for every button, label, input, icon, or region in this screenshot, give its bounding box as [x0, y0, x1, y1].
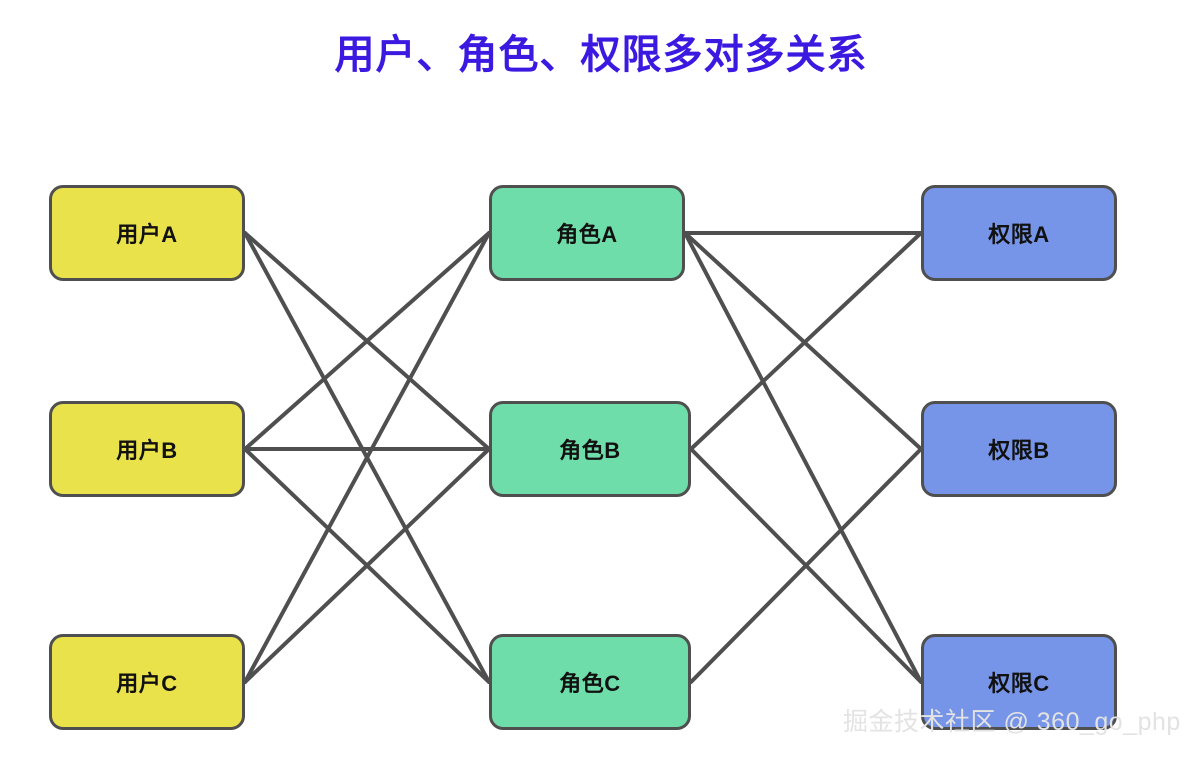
node-permC[interactable]: 权限C	[921, 634, 1117, 730]
node-permB[interactable]: 权限B	[921, 401, 1117, 497]
node-permA[interactable]: 权限A	[921, 185, 1117, 281]
edge-roleC-to-permB	[689, 447, 923, 684]
node-userC[interactable]: 用户C	[49, 634, 245, 730]
node-roleB[interactable]: 角色B	[489, 401, 691, 497]
edge-userB-to-roleA	[243, 231, 491, 451]
node-userB[interactable]: 用户B	[49, 401, 245, 497]
node-label: 用户A	[116, 222, 178, 247]
node-label: 角色C	[559, 671, 621, 696]
node-label: 用户C	[116, 671, 178, 696]
node-label: 角色A	[556, 222, 618, 247]
node-label: 角色B	[559, 438, 621, 463]
edge-roleA-to-permB	[683, 231, 923, 451]
edge-roleA-to-permC	[683, 231, 923, 684]
page-title: 用户、角色、权限多对多关系	[334, 33, 868, 77]
node-label: 权限B	[988, 438, 1050, 463]
node-label: 权限C	[988, 671, 1050, 696]
edge-userC-to-roleB	[243, 447, 491, 684]
node-label: 用户B	[116, 438, 178, 463]
node-label: 权限A	[988, 222, 1050, 247]
edge-roleB-to-permA	[689, 231, 923, 451]
node-roleA[interactable]: 角色A	[489, 185, 685, 281]
watermark-text: 掘金技术社区 @ 360_go_php	[843, 708, 1181, 736]
node-roleC[interactable]: 角色C	[489, 634, 691, 730]
edge-userC-to-roleA	[243, 231, 491, 684]
node-userA[interactable]: 用户A	[49, 185, 245, 281]
